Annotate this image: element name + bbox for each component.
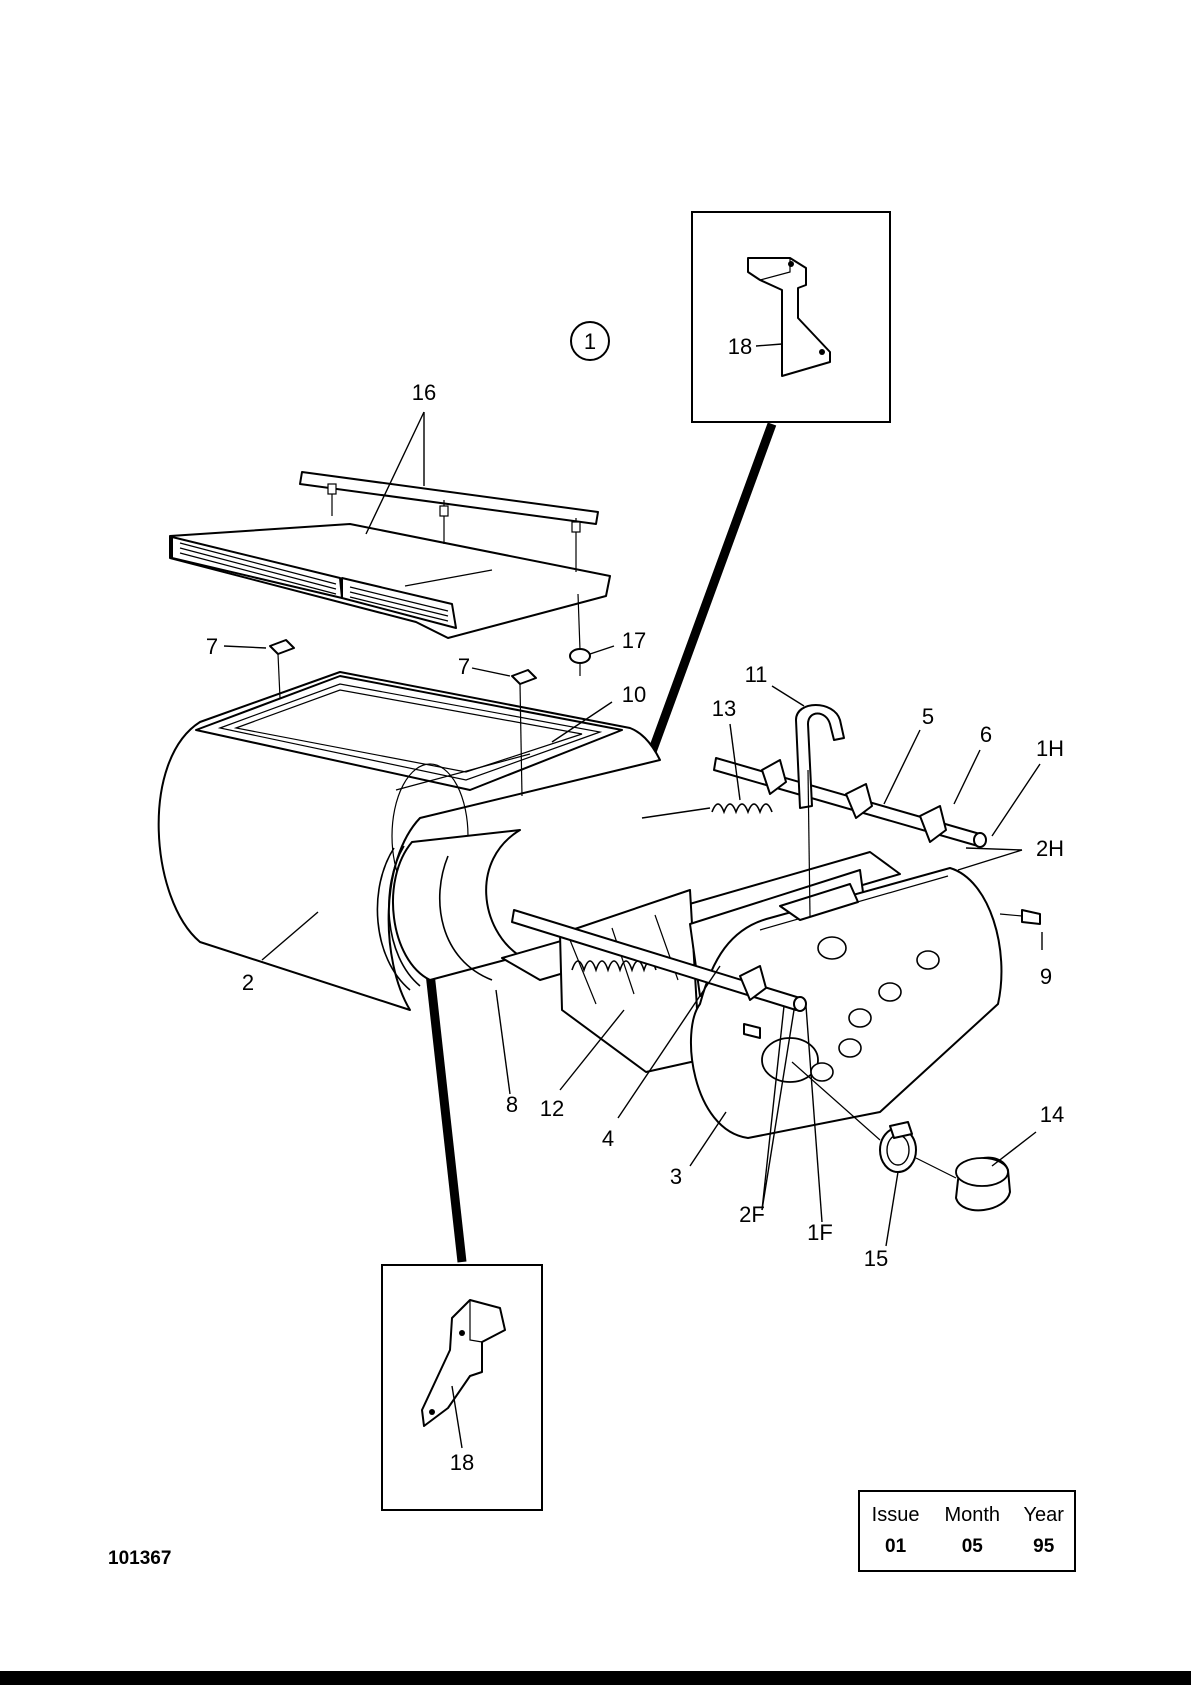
callout-18-bottom: 18 [450, 1450, 474, 1475]
spring-13 [642, 804, 772, 818]
month-value: 05 [931, 1532, 1013, 1570]
callout-12: 12 [540, 1096, 564, 1121]
callout-16: 16 [412, 380, 436, 405]
issue-value: 01 [860, 1532, 931, 1570]
callout-17: 17 [622, 628, 646, 653]
month-header: Month [931, 1492, 1013, 1532]
callout-15: 15 [864, 1246, 888, 1271]
issue-date-table: Issue Month Year 01 05 95 [860, 1492, 1074, 1570]
year-value: 95 [1013, 1532, 1074, 1570]
callout-4: 4 [602, 1126, 614, 1151]
inset-leader-bottom [428, 955, 462, 1262]
callout-13: 13 [712, 696, 736, 721]
callout-6: 6 [980, 722, 992, 747]
drawing-number: 101367 [108, 1548, 171, 1570]
callout-11: 11 [745, 662, 768, 687]
callout-18-top: 18 [728, 334, 752, 359]
callout-7-right: 7 [458, 654, 470, 679]
detail-inset-top [692, 212, 890, 422]
top-cover-assembly [170, 472, 610, 638]
screw-9 [1000, 910, 1040, 924]
issue-header: Issue [860, 1492, 931, 1532]
issue-date-box: Issue Month Year 01 05 95 [858, 1490, 1076, 1572]
year-header: Year [1013, 1492, 1074, 1532]
callout-14: 14 [1040, 1102, 1064, 1127]
callout-5: 5 [922, 704, 934, 729]
callout-2F: 2F [739, 1202, 765, 1227]
callout-1F: 1F [807, 1220, 833, 1245]
callout-7-left: 7 [206, 634, 218, 659]
nut-17 [570, 594, 590, 676]
callout-2H: 2H [1036, 836, 1064, 861]
callout-2: 2 [242, 970, 254, 995]
end-cap [956, 1158, 1010, 1211]
circled-reference-label: 1 [584, 329, 596, 354]
callout-8: 8 [506, 1092, 518, 1117]
callout-1H: 1H [1036, 736, 1064, 761]
callout-3: 3 [670, 1164, 682, 1189]
callout-9: 9 [1040, 964, 1052, 989]
bottom-rule [0, 1671, 1191, 1685]
hose-clamp [880, 1122, 916, 1172]
callout-10: 10 [622, 682, 646, 707]
